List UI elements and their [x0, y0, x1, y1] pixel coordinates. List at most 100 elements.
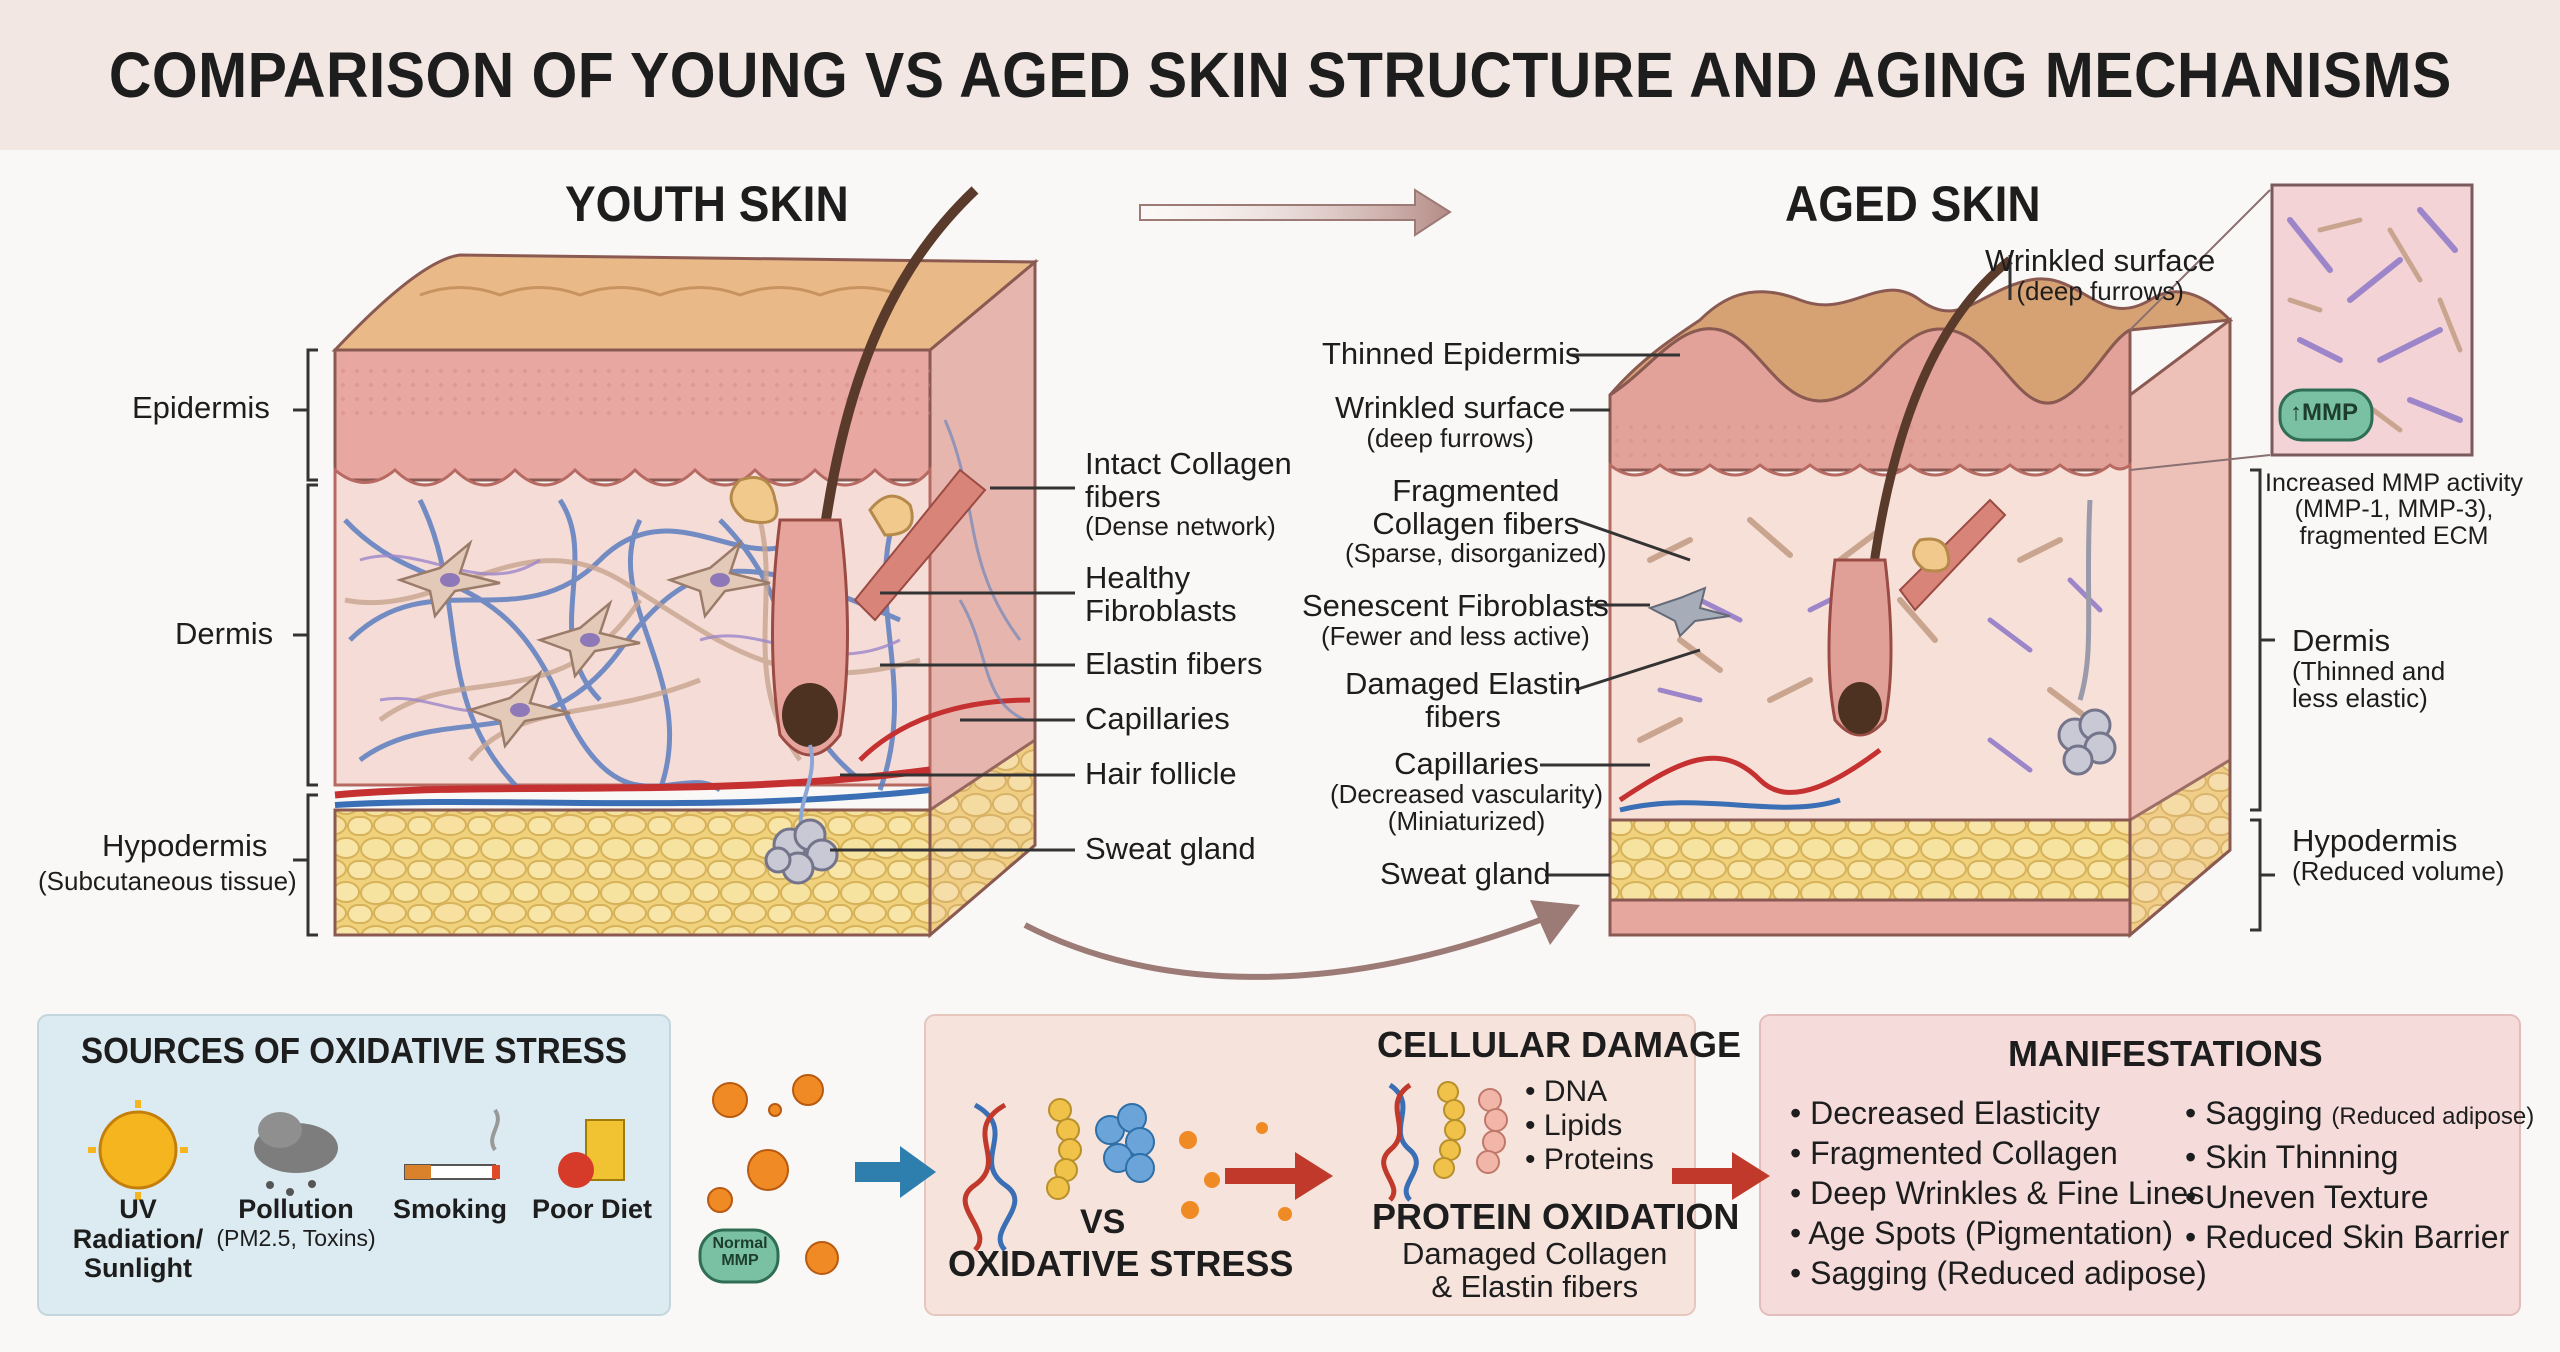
red-arrow-inner: [1225, 1152, 1333, 1200]
aged-elastin-line2: fibers: [1425, 698, 1501, 734]
lipid-icon: [1046, 1098, 1082, 1200]
aged-hypodermis-text: Hypodermis: [2292, 823, 2458, 858]
youth-hair-follicle-label: Hair follicle: [1085, 756, 1237, 791]
blue-arrow: [855, 1146, 936, 1198]
youth-epidermis-label: Epidermis: [132, 390, 270, 425]
manifestations-right-list: Sagging (Reduced adipose) Skin Thinning …: [2185, 1093, 2534, 1257]
sources-panel-bg: [37, 1014, 671, 1316]
aged-brackets: [2250, 468, 2275, 932]
ros-particles: [1179, 1122, 1292, 1221]
youth-hypodermis-sub: (Subcutaneous tissue): [38, 866, 297, 896]
manifestations-heading: MANIFESTATIONS: [2008, 1033, 2323, 1074]
youth-heading: YOUTH SKIN: [565, 176, 849, 232]
aged-capillaries-text: Capillaries: [1394, 746, 1539, 781]
aged-wrinkled-text: Wrinkled surface: [1335, 390, 1566, 425]
aged-dermis-sub1: (Thinned and: [2292, 655, 2446, 686]
sources-panel: SOURCES OF OXIDATIVE STRESS: [38, 1030, 670, 1072]
source-uv-line2: Sunlight: [84, 1253, 192, 1284]
source-pollution: Pollution (PM2.5, Toxins): [216, 1185, 376, 1252]
aged-wrinkled-label: Wrinkled surface (deep furrows): [1335, 390, 1566, 453]
source-uv-name: UV Radiation/ Sunlight: [58, 1194, 218, 1284]
source-smoking-name: Smoking: [392, 1194, 507, 1224]
source-uv: UV Radiation/ Sunlight: [58, 1185, 218, 1284]
manifest-left-item: Age Spots (Pigmentation): [1790, 1213, 2207, 1253]
aged-senescent-text: Senescent Fibroblasts: [1302, 588, 1609, 623]
youth-fibroblasts-line2: Fibroblasts: [1085, 592, 1237, 628]
normal-mmp-line2: MMP: [721, 1251, 759, 1269]
sources-heading: SOURCES OF OXIDATIVE STRESS: [81, 1030, 627, 1071]
aged-hypodermis-label: Hypodermis (Reduced volume): [2292, 823, 2505, 886]
aged-dermis-label: Dermis (Thinned and less elastic): [2292, 623, 2446, 713]
mmp-zoom-box: [2129, 183, 2474, 471]
aged-frag-line1: Fragmented: [1392, 473, 1560, 508]
aged-senescent-label: Senescent Fibroblasts (Fewer and less ac…: [1302, 588, 1609, 651]
aged-heading: AGED SKIN: [1785, 176, 2041, 232]
manifest-right-main: Sagging: [2205, 1095, 2323, 1131]
damaged-protein-icon: [1476, 1088, 1508, 1174]
aged-hypodermis-sub: (Reduced volume): [2292, 855, 2505, 886]
source-diet: Poor Diet: [512, 1185, 672, 1225]
aged-elastin-line1: Damaged Elastin: [1345, 666, 1582, 701]
manifest-right-item: Sagging (Reduced adipose): [2185, 1093, 2534, 1137]
title-bar: COMPARISON OF YOUNG VS AGED SKIN STRUCTU…: [0, 0, 2560, 150]
aged-wrinkled-top-label: Wrinkled surface (deep furrows): [1985, 243, 2216, 306]
aged-mmp-badge: ↑MMP: [2290, 399, 2358, 426]
vs-label: VS: [1080, 1203, 1126, 1241]
aged-dermis-text: Dermis: [2292, 623, 2391, 658]
manifest-left-item: Deep Wrinkles & Fine Lines: [1790, 1173, 2207, 1213]
ros-cluster: [698, 1074, 839, 1284]
source-smoking: Smoking: [370, 1185, 530, 1225]
aged-wrinkled-top-text: Wrinkled surface: [1985, 243, 2216, 278]
aged-mmp-line1: Increased MMP activity: [2265, 469, 2523, 497]
manifest-right-note: (Reduced adipose): [2331, 1103, 2535, 1130]
youth-hypodermis-label: Hypodermis: [102, 828, 268, 863]
aged-thinned-epidermis-label: Thinned Epidermis: [1322, 336, 1581, 371]
red-arrow-outer: [1672, 1152, 1770, 1200]
protein-icon: [1095, 1103, 1155, 1183]
youth-top-surface: [331, 253, 1040, 352]
aged-wrinkled-top-sub: (deep furrows): [2016, 275, 2184, 306]
normal-mmp-label: Normal MMP: [712, 1235, 768, 1270]
aged-senescent-sub: (Fewer and less active): [1320, 620, 1590, 651]
protein-oxidation-desc: Damaged Collagen & Elastin fibers: [1402, 1237, 1667, 1303]
sun-icon: [88, 1100, 188, 1200]
youth-sweat-gland-label: Sweat gland: [1085, 831, 1256, 866]
top-transition-arrow: [1139, 188, 1452, 237]
youth-leader-lines: [830, 486, 1075, 852]
curved-transition-arrow: [1023, 917, 1542, 980]
oxidative-stress-label: OXIDATIVE STRESS: [948, 1243, 1294, 1284]
cigarette-icon: [404, 1108, 500, 1180]
damage-target-list: DNA Lipids Proteins: [1525, 1075, 1654, 1177]
source-diet-name: Poor Diet: [531, 1194, 652, 1224]
youth-collagen-sub: (Dense network): [1085, 511, 1276, 542]
youth-brackets: [293, 348, 318, 937]
youth-fibroblasts-line1: Healthy: [1085, 560, 1191, 595]
source-pollution-name: Pollution: [238, 1194, 354, 1224]
source-pollution-sub: (PM2.5, Toxins): [216, 1224, 376, 1251]
aged-frag-line2: Collagen fibers: [1372, 505, 1580, 541]
aged-skin-block: [1608, 256, 2234, 939]
aged-elastin-label: Damaged Elastin fibers: [1345, 666, 1582, 734]
target-lipids: Lipids: [1525, 1109, 1654, 1143]
aged-sweat-gland-label: Sweat gland: [1380, 856, 1551, 891]
source-uv-line1: UV Radiation/: [72, 1194, 204, 1254]
aged-mmp-line3: fragmented ECM: [2299, 521, 2489, 550]
aged-leader-lines: [1540, 255, 2012, 877]
cellular-damage-heading: CELLULAR DAMAGE: [1377, 1024, 1741, 1065]
dna-icon: [962, 1102, 1018, 1252]
youth-capillaries-label: Capillaries: [1085, 701, 1230, 736]
page-title: COMPARISON OF YOUNG VS AGED SKIN STRUCTU…: [108, 39, 2452, 111]
aged-mmp-note: Increased MMP activity (MMP-1, MMP-3), f…: [2265, 470, 2523, 549]
manifest-right-item: Reduced Skin Barrier: [2185, 1217, 2534, 1257]
damaged-dna-icon: [1381, 1082, 1419, 1202]
protein-oxidation-heading: PROTEIN OXIDATION: [1372, 1196, 1740, 1237]
manifest-left-item: Fragmented Collagen: [1790, 1133, 2207, 1173]
manifest-left-item: Sagging (Reduced adipose): [1790, 1253, 2207, 1293]
aged-wrinkled-sub: (deep furrows): [1366, 422, 1534, 453]
youth-elastin-label: Elastin fibers: [1085, 646, 1263, 681]
smog-cloud-icon: [254, 1112, 338, 1196]
damaged-lipid-icon: [1433, 1081, 1466, 1179]
normal-mmp-line1: Normal: [712, 1235, 768, 1252]
aged-dermis-sub2: less elastic): [2292, 682, 2428, 713]
